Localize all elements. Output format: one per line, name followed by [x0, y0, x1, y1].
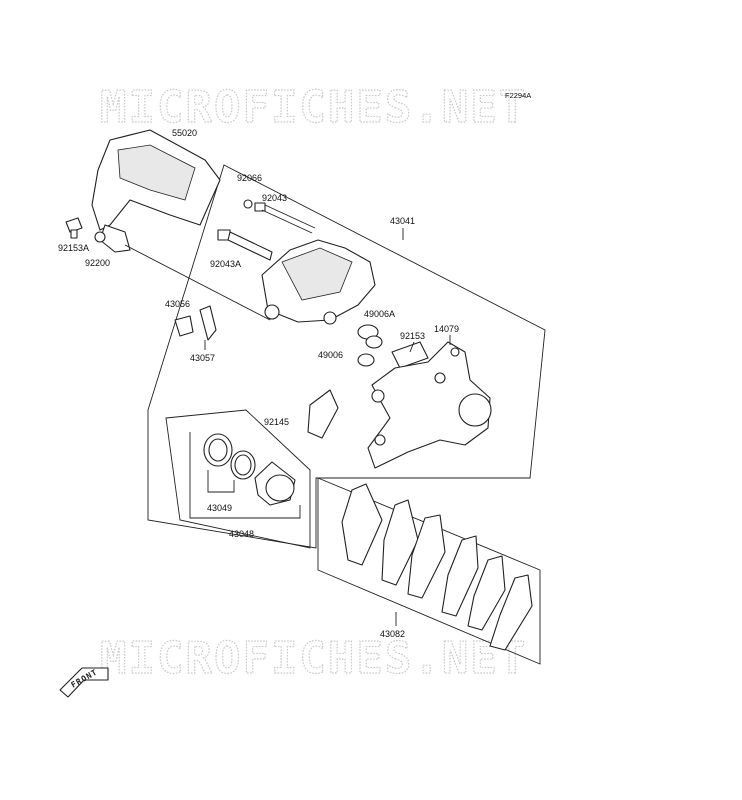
cap-43057	[199, 305, 217, 341]
watermark-top: MICROFICHES.NET	[100, 82, 527, 133]
label-55020: 55020	[172, 128, 197, 138]
label-43057: 43057	[190, 353, 215, 363]
bolt-92153A	[65, 217, 83, 239]
label-92145: 92145	[264, 417, 289, 427]
bracket-43049	[207, 470, 235, 493]
caliper-body	[261, 239, 376, 325]
clip-92145	[307, 389, 339, 439]
label-92200: 92200	[85, 258, 110, 268]
boot-49006A	[357, 324, 383, 349]
leader-92153	[409, 341, 415, 353]
pin-92043A	[217, 229, 273, 261]
label-43048: 43048	[229, 529, 254, 539]
figure-code: F2294A	[505, 91, 531, 100]
washer-92200	[94, 231, 106, 243]
label-43082: 43082	[380, 629, 405, 639]
label-49006: 49006	[318, 350, 343, 360]
pin-92043	[254, 202, 316, 234]
bracket-43048	[189, 432, 301, 519]
label-43049: 43049	[207, 503, 232, 513]
bushing-92066	[243, 199, 253, 209]
piston-43048	[254, 461, 296, 506]
label-92153A: 92153A	[58, 243, 89, 253]
watermark-bottom: MICROFICHES.NET	[100, 633, 527, 684]
label-92043A: 92043A	[210, 259, 241, 269]
boot-49006	[357, 353, 375, 367]
bolt-92153	[391, 341, 429, 369]
label-49006A: 49006A	[364, 309, 395, 319]
bleeder-43056	[174, 315, 194, 337]
pads-43082	[341, 483, 533, 651]
seals-43049	[203, 433, 256, 480]
bracket-55020	[91, 129, 221, 253]
outline-43048	[165, 409, 311, 549]
holder-14079	[367, 341, 492, 469]
label-43041: 43041	[390, 216, 415, 226]
leader-55020	[124, 244, 271, 321]
label-92153: 92153	[400, 331, 425, 341]
label-92043: 92043	[262, 193, 287, 203]
label-43056: 43056	[165, 299, 190, 309]
outline-43041	[147, 164, 546, 549]
label-92066: 92066	[237, 173, 262, 183]
label-14079: 14079	[434, 324, 459, 334]
